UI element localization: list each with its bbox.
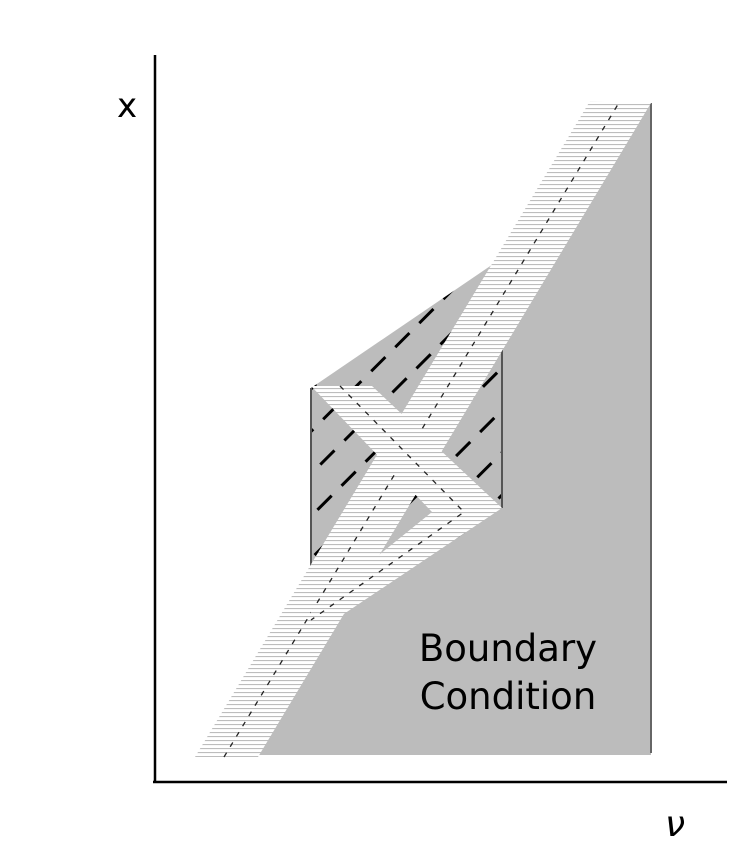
y-axis-label: x [117,86,137,126]
outer-characteristic-band [195,101,651,757]
region-label-line2: Condition [420,675,597,718]
region-label-line1: Boundary [419,627,597,670]
inner-chevron-band [311,386,502,636]
inner-chevron-line [310,385,466,621]
outer-characteristic-line [223,100,621,758]
x-axis-label: ν [665,804,685,845]
